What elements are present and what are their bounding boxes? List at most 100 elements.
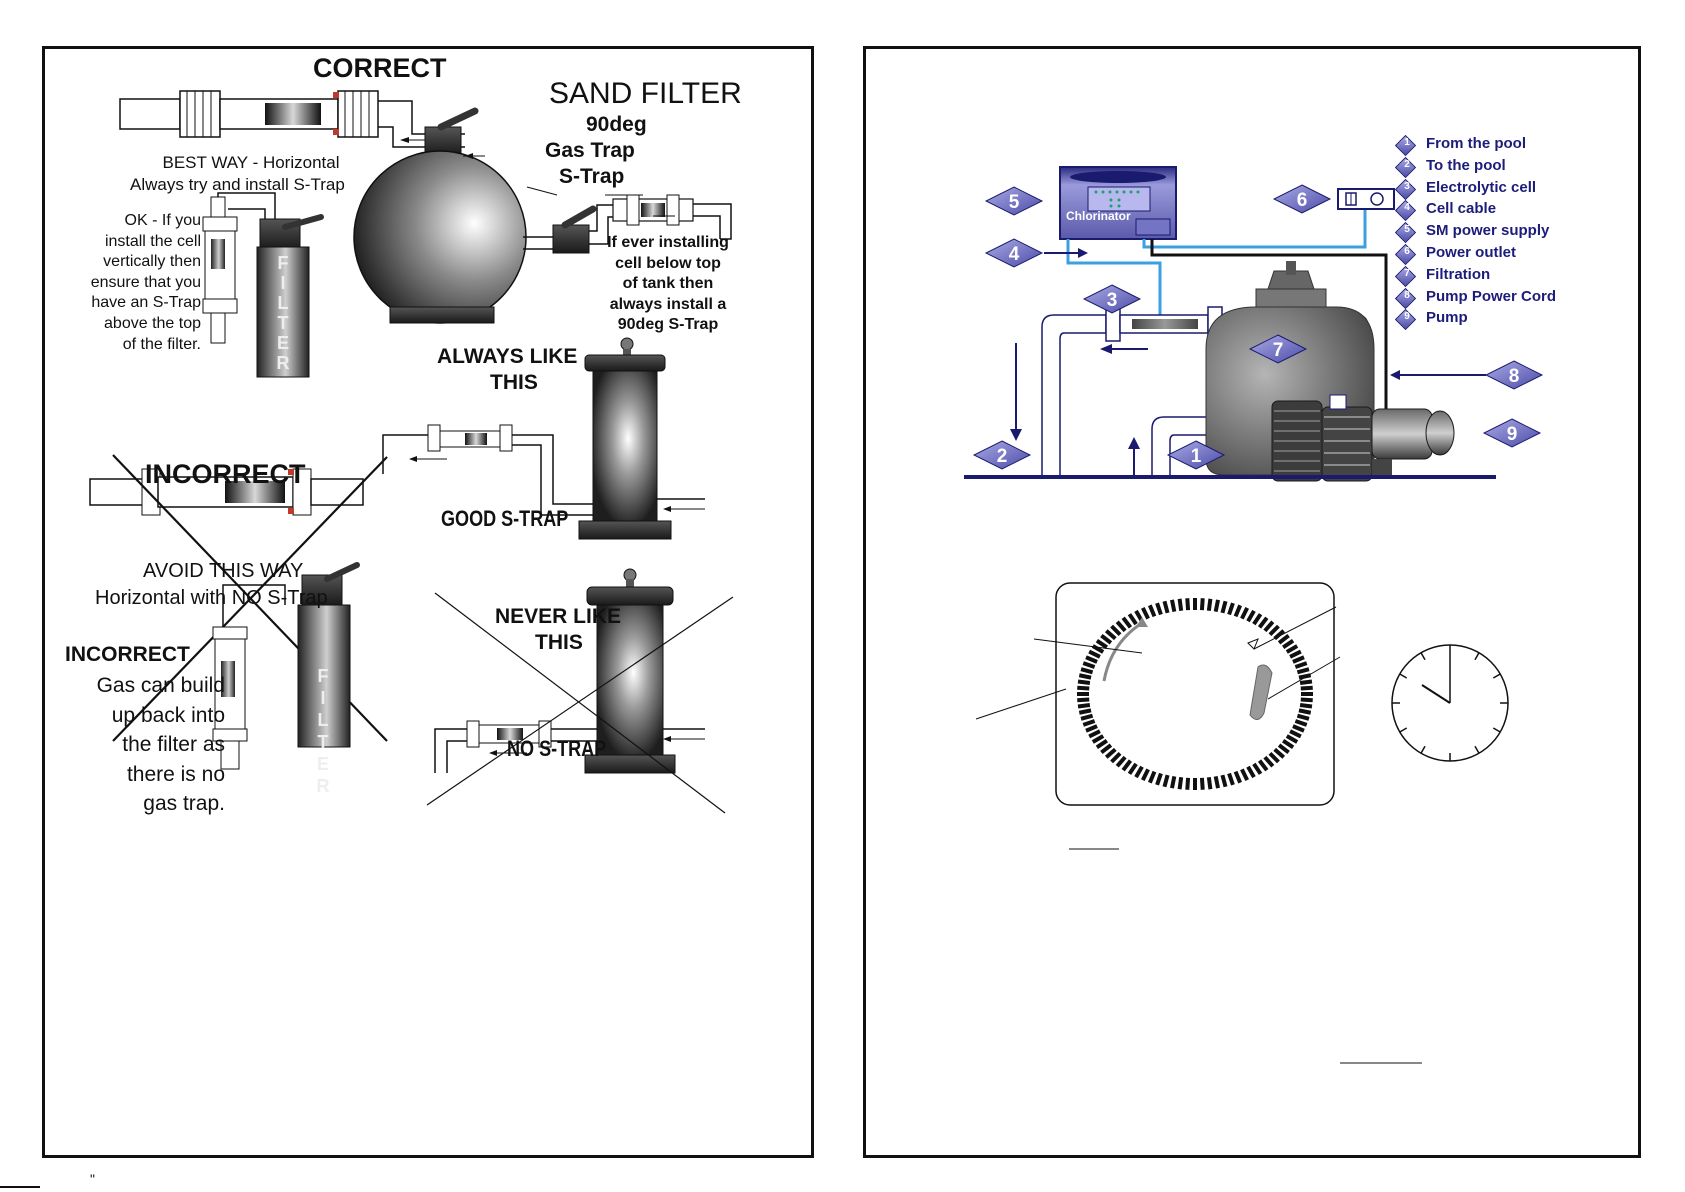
filter-letter: I xyxy=(280,273,286,293)
svg-text:6: 6 xyxy=(1297,190,1308,211)
badge-8: 8 xyxy=(1484,360,1544,390)
dial-segment xyxy=(1170,599,1177,613)
legend-text: Power outlet xyxy=(1426,244,1517,261)
dial-segment xyxy=(1292,724,1305,733)
footer-mark: " xyxy=(90,1171,95,1187)
badge-9: 9 xyxy=(1482,418,1542,448)
dial-segment xyxy=(1233,604,1243,618)
dial-segment xyxy=(1285,644,1299,654)
dial-segment xyxy=(1077,685,1090,691)
dial-segment xyxy=(1078,673,1092,680)
best-way-line-2: Always try and install S-Trap xyxy=(130,175,345,194)
dial-segment xyxy=(1134,765,1144,779)
filter-letter: T xyxy=(317,732,329,752)
dial-segment xyxy=(1155,602,1163,616)
dial-segment xyxy=(1088,649,1101,659)
dial-segment xyxy=(1252,613,1263,626)
dial-segment xyxy=(1213,599,1220,613)
dial-segment xyxy=(1091,734,1105,744)
dial-segment xyxy=(1077,702,1091,709)
filter-letter: R xyxy=(316,776,330,796)
dial-segment xyxy=(1110,624,1122,637)
left-panel: CORRECT SAND FILTER 90deg Gas Trap S-Tra… xyxy=(42,46,814,1158)
filter-label-bottom: F I L T E R xyxy=(315,665,331,797)
footer-rule xyxy=(0,1186,40,1188)
dial-segment xyxy=(1268,751,1280,764)
below-tank-line: cell below top xyxy=(615,254,721,272)
filter-letter: L xyxy=(277,293,289,313)
ok-note-line: of the filter. xyxy=(122,335,201,353)
dial-segment xyxy=(1213,775,1220,789)
avoid-way-line-1: AVOID THIS WAY xyxy=(143,560,304,582)
dial-segment xyxy=(1127,613,1138,626)
dial-segment xyxy=(1080,667,1094,675)
pointer-4-head xyxy=(1078,248,1088,258)
legend-text: Pump xyxy=(1426,309,1468,327)
sand-filter-title: SAND FILTER xyxy=(549,77,742,110)
power-outlet xyxy=(1337,188,1395,210)
dial-segment xyxy=(1263,755,1275,768)
always-like-this-2: THIS xyxy=(490,371,538,394)
clock-tick xyxy=(1399,727,1408,733)
dial-segment xyxy=(1141,607,1150,620)
ok-note-line: OK - If you xyxy=(124,212,201,229)
incorrect-note-line: up back into xyxy=(111,703,225,727)
legend-text: SM power supply xyxy=(1426,222,1550,240)
dial-segment xyxy=(1088,729,1101,739)
power-supply-cable xyxy=(1142,205,1367,249)
always-like-this-1: ALWAYS LIKE xyxy=(437,345,578,368)
dial-segment xyxy=(1147,604,1157,618)
legend-text: To the pool xyxy=(1426,156,1506,174)
legend-text: Pump Power Cord xyxy=(1426,287,1557,305)
avoid-way-line-2: Horizontal with NO S-Trap xyxy=(95,587,328,609)
timer-dial xyxy=(975,582,1341,806)
dial-segment xyxy=(1082,661,1096,669)
correct-title: CORRECT xyxy=(313,53,447,83)
dial-segment xyxy=(1240,607,1249,620)
pump xyxy=(1271,394,1455,482)
filter-letter: E xyxy=(276,333,289,353)
incorrect-note: Gas can build up back into the filter as… xyxy=(53,671,225,819)
dial-segment xyxy=(1220,774,1228,788)
svg-text:3: 3 xyxy=(1107,290,1118,311)
svg-text:4: 4 xyxy=(1009,244,1020,265)
svg-text:1: 1 xyxy=(1191,446,1202,467)
dial-segment xyxy=(1206,598,1213,611)
badge-4: 4 xyxy=(984,238,1044,268)
dial-segment xyxy=(1282,639,1295,649)
dial-segment xyxy=(1285,734,1299,744)
svg-text:8: 8 xyxy=(1509,366,1520,387)
dial-segment xyxy=(1078,708,1092,715)
dial-segment xyxy=(1080,713,1094,721)
pointer-8-head xyxy=(1390,370,1400,380)
dial-segment xyxy=(1110,751,1122,764)
dial-segment xyxy=(1077,679,1091,686)
dial-segment xyxy=(1206,777,1213,790)
incorrect-note-title: INCORRECT xyxy=(65,643,190,666)
dial-segment xyxy=(1115,620,1127,633)
dial-segment xyxy=(1155,772,1163,786)
dial-segment xyxy=(1199,777,1205,790)
clock-tick xyxy=(1420,745,1426,754)
dial-segment xyxy=(1127,762,1138,775)
dial-segment xyxy=(1077,697,1090,703)
dial-segment xyxy=(1147,770,1157,784)
clock-ticks xyxy=(1392,645,1508,761)
chlorinator-label: Chlorinator xyxy=(1066,209,1131,223)
dial-segment xyxy=(1170,775,1177,789)
filter-letter: T xyxy=(277,313,289,333)
strap-90deg xyxy=(523,194,732,254)
left-diagram xyxy=(89,90,734,814)
correct-cartridge-setup xyxy=(382,337,705,540)
dial-segment xyxy=(1162,600,1170,614)
dial-segment xyxy=(1257,616,1269,629)
dial-segment xyxy=(1273,747,1286,759)
dial-segment xyxy=(1100,633,1113,645)
dial-segment xyxy=(1296,667,1310,675)
legend-text: Cell cable xyxy=(1426,200,1497,218)
dial-segment xyxy=(1233,770,1243,784)
dial-segment xyxy=(1277,633,1290,645)
clock-tick xyxy=(1492,727,1501,733)
dial-segments xyxy=(1077,598,1313,790)
vertical-cell xyxy=(202,192,276,344)
